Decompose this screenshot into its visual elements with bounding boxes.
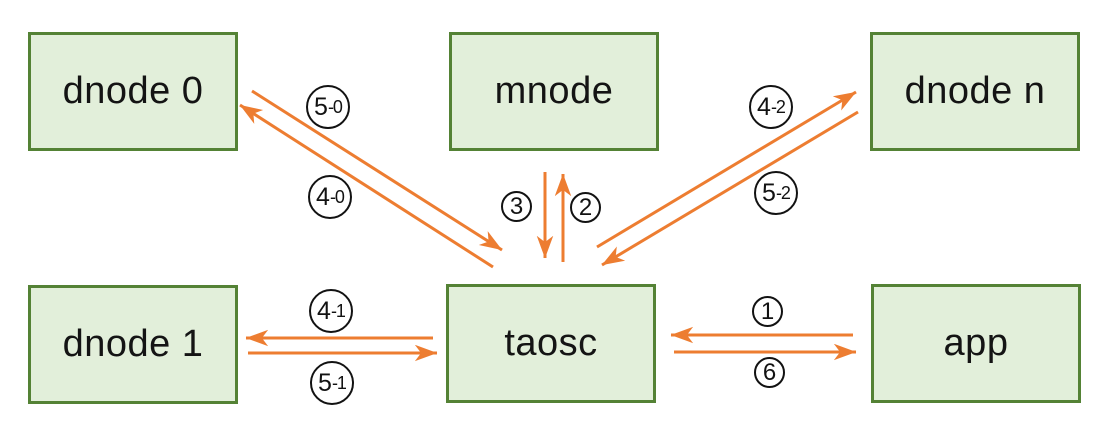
edge-label-5-0: 5-0: [306, 85, 350, 129]
node-mnode: mnode: [449, 32, 659, 151]
arrow-5-2-dnoden-to-taosc: [601, 110, 859, 267]
edge-label-2: 2: [570, 192, 601, 223]
edge-label-3: 3: [501, 191, 532, 222]
arrow-5-0-dnode0-to-taosc: [251, 89, 503, 252]
arrow-4-0-taosc-to-dnode0: [239, 103, 494, 269]
edge-label-1: 1: [752, 296, 783, 327]
node-dnode-n-label: dnode n: [904, 70, 1046, 112]
edge-label-5-1: 5-1: [310, 361, 354, 405]
node-taosc-label: taosc: [504, 322, 598, 364]
edge-label-5-2: 5-2: [754, 171, 798, 215]
node-app: app: [871, 284, 1081, 403]
edge-label-6: 6: [754, 357, 785, 388]
node-app-label: app: [943, 322, 1009, 364]
node-dnode-n: dnode n: [870, 32, 1080, 151]
edge-label-4-1: 4-1: [309, 289, 353, 333]
arrow-4-2-taosc-to-dnoden: [596, 90, 857, 249]
node-dnode-1: dnode 1: [28, 285, 238, 404]
node-dnode-0-label: dnode 0: [62, 70, 204, 112]
node-mnode-label: mnode: [494, 70, 614, 112]
node-dnode-1-label: dnode 1: [62, 323, 204, 365]
node-dnode-0: dnode 0: [28, 32, 238, 151]
edge-label-4-2: 4-2: [749, 85, 793, 129]
node-taosc: taosc: [446, 284, 656, 403]
edge-label-4-0: 4-0: [308, 175, 352, 219]
